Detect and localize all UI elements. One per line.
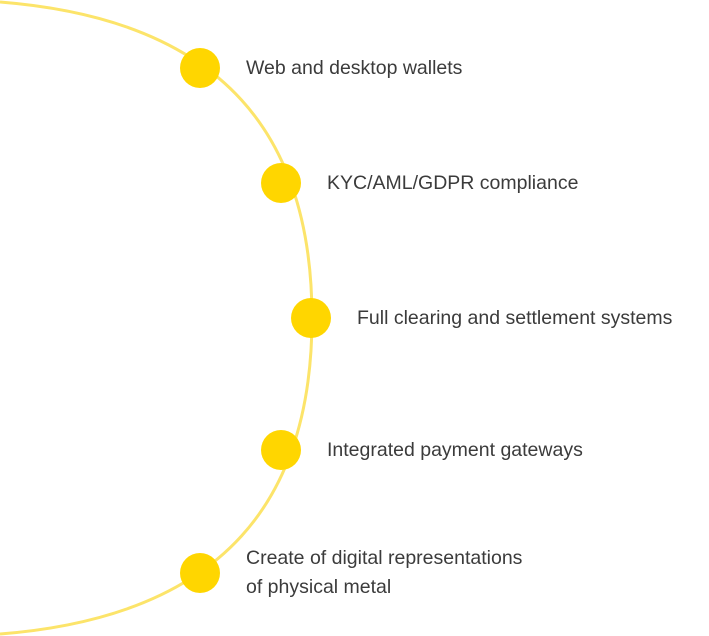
bullet-dot-icon xyxy=(291,298,331,338)
feature-item-clearing: Full clearing and settlement systems xyxy=(291,298,672,338)
feature-label: Create of digital representations of phy… xyxy=(246,547,523,598)
feature-item-payments: Integrated payment gateways xyxy=(261,430,583,470)
feature-label: Web and desktop wallets xyxy=(246,56,463,79)
bullet-dot-icon xyxy=(261,430,301,470)
feature-label: KYC/AML/GDPR compliance xyxy=(327,171,579,194)
arc-line xyxy=(0,0,314,636)
bullet-dot-icon xyxy=(180,48,220,88)
feature-label: Full clearing and settlement systems xyxy=(357,306,673,329)
bullet-dot-icon xyxy=(180,553,220,593)
feature-item-compliance: KYC/AML/GDPR compliance xyxy=(261,163,578,203)
feature-item-digital-metal: Create of digital representations of phy… xyxy=(180,544,522,602)
feature-item-wallets: Web and desktop wallets xyxy=(180,48,462,88)
bullet-dot-icon xyxy=(261,163,301,203)
feature-label: Integrated payment gateways xyxy=(327,438,583,461)
